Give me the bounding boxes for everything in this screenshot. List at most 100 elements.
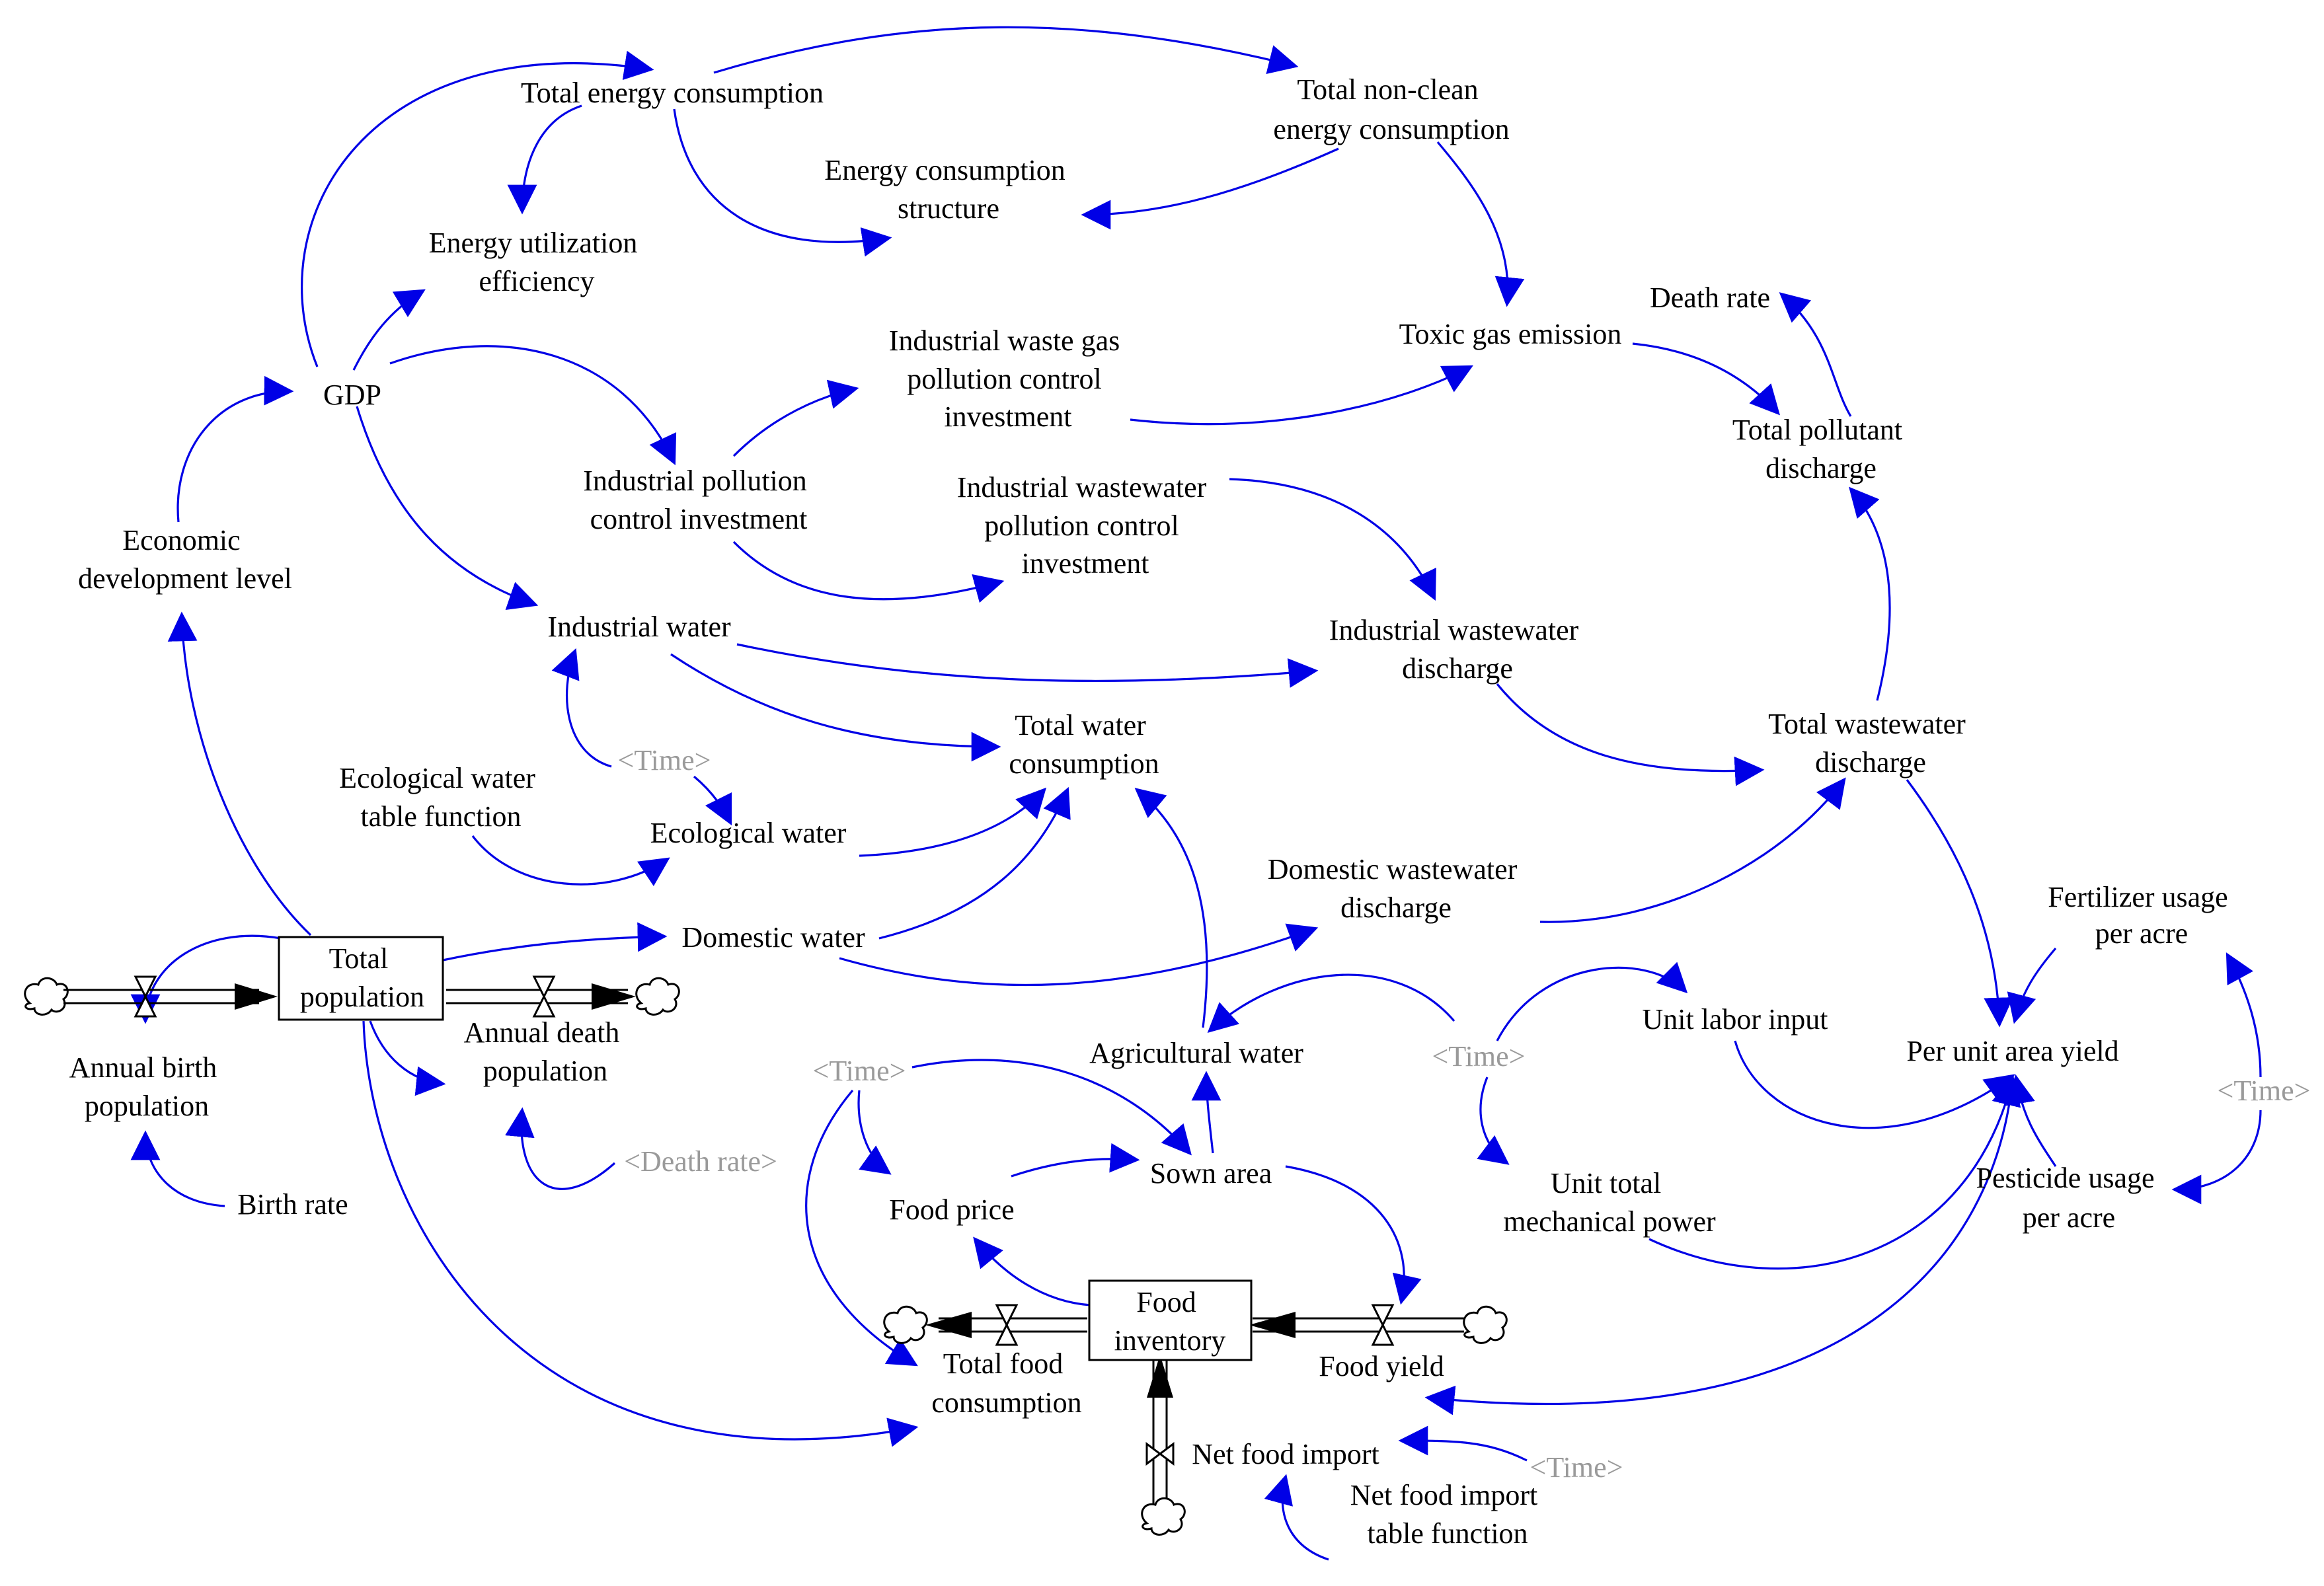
label-ww-investment-line-1: Industrial wastewater — [957, 471, 1207, 504]
label-sown-area-line-1: Sown area — [1150, 1157, 1272, 1190]
link-population-to-annual-birth — [130, 934, 282, 1024]
stock-food-inventory — [1088, 1279, 1253, 1361]
label-ecological-water-table-function: Ecological water table function — [339, 762, 543, 833]
label-agricultural-water-line-1: Agricultural water — [1089, 1037, 1303, 1069]
label-econ-dev-line-2: development level — [78, 562, 292, 595]
stock-labels: Total population Food inventory — [300, 942, 1225, 1357]
label-annual-birth-population: Annual birth population — [69, 1051, 225, 1122]
link-total-wastewater-to-per-unit-yield — [1906, 779, 2014, 1028]
label-total-ww-line-2: discharge — [1815, 746, 1926, 778]
label-total-food-consumption: Total food consumption — [931, 1347, 1081, 1419]
label-birth-rate: Birth rate — [237, 1188, 348, 1221]
link-time-to-sown-area — [911, 1059, 1192, 1156]
label-agricultural-water: Agricultural water — [1089, 1037, 1303, 1069]
label-per-unit-yield-line-1: Per unit area yield — [1906, 1035, 2118, 1067]
link-fertilizer-to-per-unit-yield — [2007, 947, 2057, 1024]
label-fertilizer-usage-per-acre: Fertilizer usage per acre — [2048, 881, 2235, 950]
link-death-rate-shadow-to-annual-death — [505, 1107, 616, 1190]
label-waste-gas-line-2: pollution control — [907, 363, 1102, 395]
death-flow-arrowhead — [592, 983, 636, 1010]
label-energy-utilization-efficiency: Energy utilization efficiency — [429, 227, 645, 297]
label-total-food-line-1: Total food — [943, 1347, 1063, 1380]
link-sown-area-to-food-yield — [1285, 1165, 1422, 1305]
link-total-pollutant-to-death-rate — [1779, 292, 1852, 417]
label-food-inventory-line-1: Food — [1136, 1286, 1196, 1318]
label-total-ww-line-1: Total wastewater — [1768, 708, 1966, 740]
label-gdp-line-1: GDP — [323, 379, 381, 411]
label-net-food-import-line-1: Net food import — [1192, 1438, 1379, 1470]
label-food-inventory: Food inventory — [1114, 1286, 1226, 1357]
label-energy-utilization-line-2: efficiency — [479, 265, 594, 297]
label-eco-table-line-1: Ecological water — [339, 762, 535, 794]
birth-valve-icon — [134, 975, 157, 1018]
link-gas-investment-to-toxic — [1130, 365, 1473, 426]
label-ind-ww-discharge-line-1: Industrial wastewater — [1329, 614, 1579, 646]
net-import-source-cloud-icon — [1141, 1497, 1186, 1536]
link-econ-dev-to-gdp — [176, 375, 294, 523]
label-toxic-gas-line-1: Toxic gas emission — [1399, 318, 1622, 350]
label-death-rate-line-1: Death rate — [1650, 282, 1770, 314]
label-net-food-table-line-1: Net food import — [1350, 1479, 1538, 1511]
label-total-water-line-1: Total water — [1015, 709, 1146, 741]
label-net-food-import: Net food import — [1192, 1438, 1379, 1470]
label-ww-investment-line-3: investment — [1021, 547, 1149, 580]
birth-flow-pipe — [63, 989, 259, 1004]
link-domestic-water-to-total-water — [878, 786, 1071, 940]
link-ecological-water-to-total-water — [859, 787, 1047, 857]
label-annual-birth-line-2: population — [85, 1090, 209, 1122]
label-pesticide-usage-per-acre: Pesticide usage per acre — [1976, 1162, 2161, 1234]
label-total-food-line-2: consumption — [931, 1386, 1081, 1419]
label-unit-total-mechanical-power: Unit total mechanical power — [1503, 1167, 1716, 1238]
label-food-inventory-line-2: inventory — [1114, 1324, 1226, 1357]
link-pesticide-to-per-unit-yield — [2005, 1074, 2057, 1167]
label-total-energy-consumption: Total energy consumption — [521, 77, 824, 109]
label-eco-table-line-2: table function — [360, 800, 521, 833]
label-mechanical-power-line-2: mechanical power — [1503, 1205, 1716, 1238]
variable-labels: Total energy consumption Total non-clean… — [69, 73, 2235, 1550]
label-sown-area: Sown area — [1150, 1157, 1272, 1190]
link-industrial-pollution-to-gas-investment — [732, 379, 859, 457]
link-net-food-table-to-net-food-import — [1264, 1474, 1329, 1561]
label-fertilizer-line-2: per acre — [2095, 917, 2188, 950]
link-gdp-to-total-energy — [301, 50, 654, 367]
link-unit-labor-to-per-unit-yield — [1734, 1040, 2015, 1129]
food-yield-source-cloud-icon — [1463, 1305, 1508, 1344]
label-ind-pollution-line-1: Industrial pollution — [583, 465, 807, 497]
birth-source-cloud-icon — [24, 977, 69, 1016]
label-industrial-waste-gas-investment: Industrial waste gas pollution control i… — [889, 324, 1127, 433]
link-eco-table-to-ecological-water — [471, 835, 670, 886]
label-energy-utilization-line-1: Energy utilization — [429, 227, 638, 259]
label-annual-death-line-2: population — [483, 1055, 607, 1087]
label-industrial-water-line-1: Industrial water — [547, 611, 731, 643]
label-annual-death-line-1: Annual death — [464, 1016, 620, 1049]
label-waste-gas-line-1: Industrial waste gas — [889, 324, 1120, 357]
link-per-unit-yield-to-food-yield — [1424, 1076, 2014, 1416]
label-ecological-water: Ecological water — [650, 817, 847, 849]
label-food-yield-line-1: Food yield — [1319, 1350, 1444, 1382]
shadow-variables: <Time> <Time> <Time> <Time> <Time> <Deat… — [618, 744, 2311, 1484]
label-total-wastewater-discharge: Total wastewater discharge — [1768, 708, 1973, 778]
net-import-valve-icon — [1145, 1442, 1175, 1466]
label-total-water-consumption: Total water consumption — [1009, 709, 1159, 780]
label-dom-ww-line-1: Domestic wastewater — [1268, 853, 1518, 886]
label-domestic-water: Domestic water — [681, 921, 865, 954]
label-total-pollutant-line-1: Total pollutant — [1732, 414, 1902, 446]
label-ww-investment-line-2: pollution control — [984, 510, 1179, 542]
link-industrial-water-to-industrial-wastewater — [736, 643, 1319, 688]
label-total-pollutant-discharge: Total pollutant discharge — [1732, 414, 1910, 484]
link-gdp-to-utilization — [352, 289, 426, 371]
label-total-non-clean-line-1: Total non-clean — [1297, 73, 1478, 106]
label-mechanical-power-line-1: Unit total — [1551, 1167, 1661, 1199]
label-domestic-water-line-1: Domestic water — [681, 921, 865, 954]
food-yield-valve-icon — [1371, 1304, 1395, 1346]
link-industrial-wastewater-to-total-wastewater — [1496, 683, 1765, 786]
shadow-death-rate: <Death rate> — [624, 1145, 777, 1178]
label-ecological-water-line-1: Ecological water — [650, 817, 847, 849]
label-industrial-pollution-control-investment: Industrial pollution control investment — [583, 465, 814, 535]
link-total-wastewater-to-pollutant — [1849, 486, 1891, 701]
label-total-pollutant-line-2: discharge — [1765, 452, 1877, 484]
link-time-to-total-food-consumption — [805, 1089, 918, 1367]
link-total-energy-to-structure — [673, 108, 892, 257]
link-population-to-annual-death — [369, 1020, 446, 1096]
